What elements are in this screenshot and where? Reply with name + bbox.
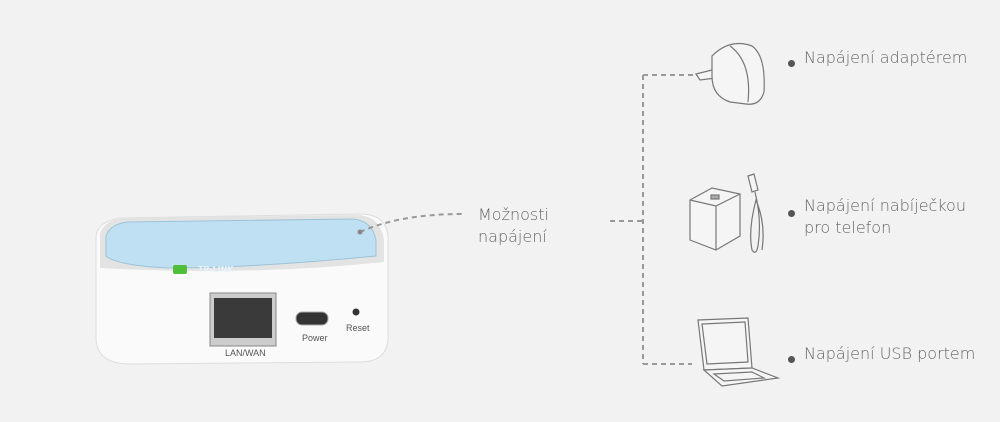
heading-line: Možnosti: [478, 205, 549, 224]
heading-line: napájení: [478, 227, 547, 246]
power-port: [295, 311, 329, 326]
lan-port-label: LAN/WAN: [225, 348, 266, 358]
status-led: [173, 265, 187, 274]
bullet: [788, 60, 795, 67]
option-adapter-label: Napájení adaptérem: [804, 47, 967, 69]
bullet: [788, 356, 795, 363]
brand-logo: TP-LINK: [198, 265, 234, 274]
wall-adapter-icon: [695, 43, 765, 105]
option-usb-label: Napájení USB portem: [804, 343, 975, 365]
power-options-heading: Možnosti napájení: [478, 204, 549, 248]
phone-charger-icon: [689, 173, 764, 253]
bullet: [788, 210, 795, 217]
option-label-line: Napájení adaptérem: [804, 48, 968, 67]
option-charger-label: Napájení nabíječkou pro telefon: [804, 195, 966, 239]
router-image: TP-LINK LAN/WAN Power Reset: [95, 213, 389, 365]
power-port-label: Power: [302, 333, 328, 343]
reset-button: [352, 308, 360, 316]
reset-label: Reset: [346, 323, 370, 333]
option-label-line: Napájení USB portem: [804, 344, 976, 363]
option-label-line: Napájení nabíječkou: [804, 196, 966, 215]
laptop-icon: [697, 317, 781, 387]
option-label-line: pro telefon: [804, 218, 892, 237]
connector-lines: [359, 74, 695, 365]
